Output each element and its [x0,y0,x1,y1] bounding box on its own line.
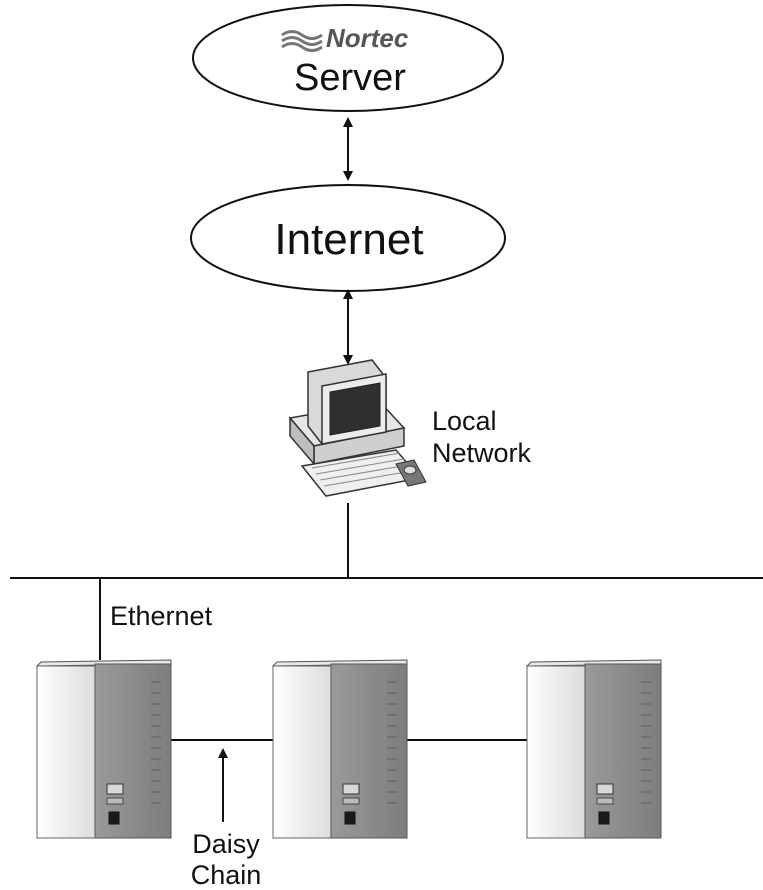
server-label: Server [294,57,406,99]
ethernet-label: Ethernet [110,601,213,631]
display-panel [596,783,614,795]
power-switch [108,811,120,825]
local-label-line1: Local [432,406,497,436]
daisy-label-line1: Daisy [192,829,260,859]
desktop-computer-icon [288,359,427,497]
daisy-label-line2: Chain [191,860,262,890]
internet-node: Internet [190,184,506,292]
nortec-waves-logo-icon [281,30,323,52]
display-panel [342,783,360,795]
humidifier-unit-icon [525,659,662,839]
local-label-line2: Network [432,438,532,468]
internet-label: Internet [274,215,423,264]
power-switch [598,811,610,825]
logo-text: Nortec [326,23,409,53]
power-switch [344,811,356,825]
humidifier-units [35,659,662,839]
display-panel [106,783,124,795]
humidifier-unit-icon [35,659,172,839]
humidifier-unit-icon [271,659,408,839]
server-node: Nortec Server [192,4,504,112]
